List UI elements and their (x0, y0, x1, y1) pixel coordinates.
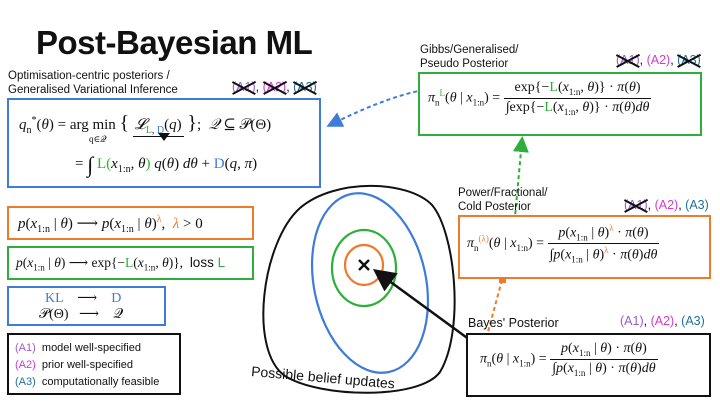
legend-item-a3: (A3) computationally feasible (15, 376, 160, 388)
assumption-a2: (A2) (654, 198, 679, 212)
legend-item-a2: (A2) prior well-specified (15, 359, 133, 371)
optimisation-label-line2: Generalised Variational Inference (8, 84, 178, 96)
power-label-line2: Cold Posterior (458, 201, 531, 213)
power-to-gibbs-arrow (512, 136, 529, 229)
bayes-formula: πn(θ | x1:n) = p(x1:n | θ) · π(θ) ∫p(x1:… (480, 341, 658, 378)
assumption-a3: (A3) (681, 314, 705, 328)
optimisation-label-line1: Optimisation-centric posteriors / (8, 70, 170, 82)
assumption-a2: (A2) (646, 53, 671, 67)
gibbs-to-optimisation-arrow (326, 89, 425, 127)
gibbs-label-line1: Gibbs/Generalised/ (420, 44, 519, 56)
power-transform-formula: p(x1:n | θ) ⟶ p(x1:n | θ)λ, λ > 0 (18, 214, 203, 235)
gibbs-label: Gibbs/Generalised/ Pseudo Posterior (420, 43, 518, 71)
gibbs-transform-formula: p(x1:n | θ) ⟶ exp{−L(x1:n, θ)}, loss L (16, 255, 226, 273)
optimisation-assumptions: (A1), (A2), (A3) (232, 80, 317, 94)
power-orange-handle (499, 276, 506, 283)
assumptions-legend: (A1) model well-specified (A2) prior wel… (7, 333, 181, 395)
assumption-a1: (A1) (232, 80, 256, 94)
assumption-a3: (A3) (293, 80, 317, 94)
space-arrow: ⟶ (79, 307, 100, 322)
gvi-formula-line2: = ∫ L(x1:n, θ) q(θ) dθ + D(q, π) (75, 152, 258, 177)
space-right: 𝒬 (113, 307, 124, 322)
kl-label: KL (45, 291, 64, 306)
assumption-a1: (A1) (624, 198, 648, 212)
optimisation-posterior-box: qn*(θ) = arg min { 𝓛L, D(q) }; 𝒬 ⊆ 𝒫(Θ) … (7, 98, 321, 188)
kl-arrow: ⟶ (77, 291, 98, 306)
gibbs-posterior-box: πnL(θ | x1:n) = exp{−L(x1:n, θ)} · π(θ) … (418, 72, 702, 136)
belief-region-outline (262, 184, 456, 394)
assumption-a1: (A1) (620, 314, 644, 328)
space-left: 𝒫(Θ) (39, 307, 69, 322)
optimisation-label: Optimisation-centric posteriors / Genera… (8, 69, 178, 97)
power-assumptions: (A1), (A2), (A3) (624, 198, 709, 212)
center-cross-icon (358, 259, 370, 271)
assumption-a3: (A3) (677, 53, 701, 67)
gvi-min-subscript: q∈𝒬 (89, 134, 107, 144)
divergence-transform-box: KL ⟶ D 𝒫(Θ) ⟶ 𝒬 (7, 286, 166, 326)
kl-row: KL ⟶ D (45, 290, 121, 307)
power-transform-box: p(x1:n | θ) ⟶ p(x1:n | θ)λ, λ > 0 (7, 206, 254, 240)
bayes-posterior-box: πn(θ | x1:n) = p(x1:n | θ) · π(θ) ∫p(x1:… (466, 333, 711, 397)
gibbs-formula: πnL(θ | x1:n) = exp{−L(x1:n, θ)} · π(θ) … (428, 80, 652, 117)
bayes-to-power-arrow (484, 279, 503, 344)
gibbs-transform-box: p(x1:n | θ) ⟶ exp{−L(x1:n, θ)}, loss L (7, 246, 254, 280)
green-ellipse (330, 228, 398, 308)
power-label-line1: Power/Fractional/ (458, 187, 548, 199)
legend-item-a1: (A1) model well-specified (15, 342, 141, 354)
assumption-a1: (A1) (616, 53, 640, 67)
bayes-label: Bayes' Posterior (468, 316, 559, 330)
assumption-a2: (A2) (262, 80, 287, 94)
d-label: D (111, 291, 122, 306)
assumption-a3: (A3) (685, 198, 709, 212)
page-title: Post-Bayesian ML (36, 24, 313, 61)
blue-ellipse (310, 192, 430, 374)
bayes-to-center-arrow (372, 269, 471, 342)
orange-ellipse (343, 243, 385, 287)
power-formula: πn(λ)(θ | x1:n) = p(x1:n | θ)λ · π(θ) ∫p… (467, 223, 660, 265)
assumption-a2: (A2) (650, 314, 675, 328)
space-row: 𝒫(Θ) ⟶ 𝒬 (39, 306, 123, 323)
gvi-formula-line1: qn*(θ) = arg min { 𝓛L, D(q) }; 𝒬 ⊆ 𝒫(Θ) (19, 112, 272, 137)
gibbs-assumptions: (A1), (A2), (A3) (616, 53, 701, 67)
power-label: Power/Fractional/ Cold Posterior (458, 186, 547, 214)
bayes-assumptions: (A1), (A2), (A3) (620, 314, 705, 328)
gibbs-label-line2: Pseudo Posterior (420, 58, 509, 70)
power-posterior-box: πn(λ)(θ | x1:n) = p(x1:n | θ)λ · π(θ) ∫p… (458, 215, 711, 279)
brace-pointer-icon (158, 133, 170, 141)
